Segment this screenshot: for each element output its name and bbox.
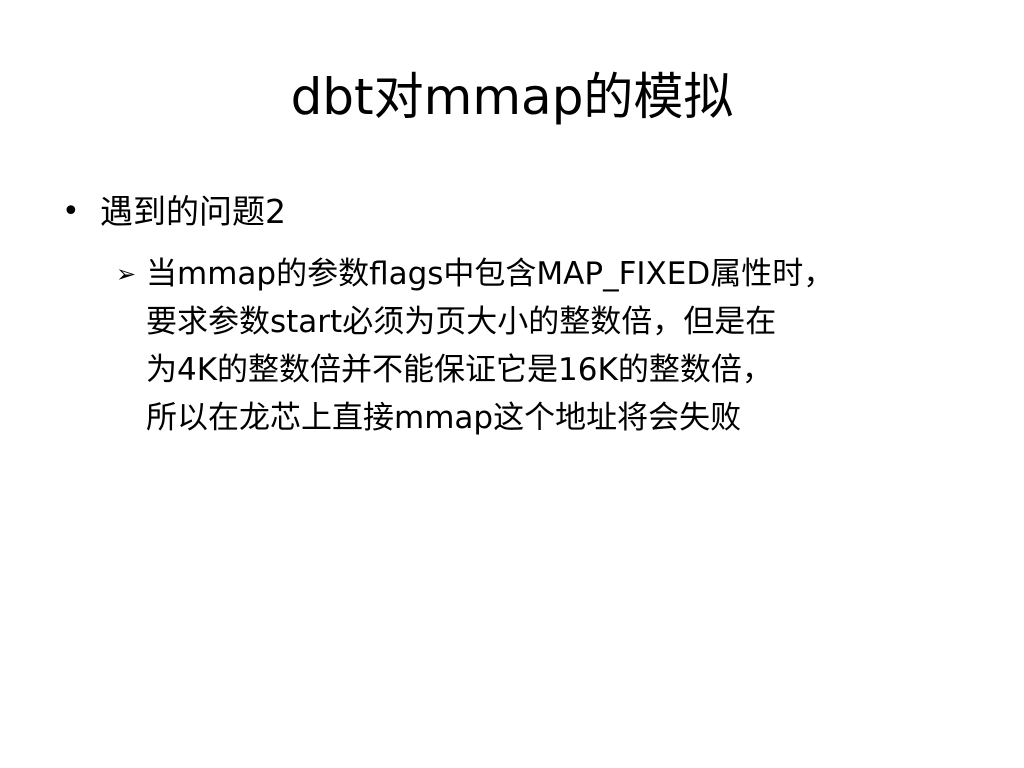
sub-bullet-line-4: 所以在龙芯上直接mmap这个地址将会失败 [146, 400, 742, 436]
slide-title: dbt对mmap的模拟 [290, 68, 734, 126]
sub-bullet-text: 当mmap的参数flags中包含MAP_FIXED属性时， 要求参数start必… [146, 250, 834, 442]
bullet-item: • 遇到的问题2 [62, 190, 286, 234]
sub-bullet-line-1: 当mmap的参数flags中包含MAP_FIXED属性时， [146, 256, 835, 292]
bullet-dot-icon: • [62, 194, 80, 229]
sub-bullet-line-2: 要求参数start必须为页大小的整数倍，但是在 [146, 304, 777, 340]
bullet-text: 遇到的问题2 [100, 192, 286, 231]
arrow-bullet-icon: ➢ [116, 260, 137, 288]
sub-bullet-item: ➢ 当mmap的参数flags中包含MAP_FIXED属性时， 要求参数star… [116, 250, 946, 442]
sub-bullet-line-3: 为4K的整数倍并不能保证它是16K的整数倍， [146, 352, 773, 388]
